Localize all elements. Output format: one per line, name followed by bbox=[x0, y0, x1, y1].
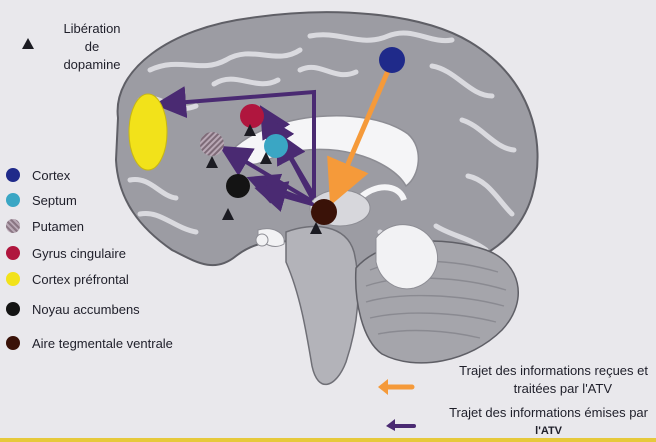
legend-label: Septum bbox=[32, 193, 77, 208]
prefrontal-cortex-region bbox=[129, 94, 167, 170]
release-line-2: de bbox=[48, 38, 136, 56]
release-line-3: dopamine bbox=[48, 56, 136, 74]
putamen-region bbox=[200, 132, 224, 156]
nucleus-accumbens-region bbox=[226, 174, 250, 198]
cingulate-color-swatch bbox=[6, 246, 20, 260]
emitted-path-line-1: Trajet des informations émises par bbox=[449, 404, 648, 422]
bottom-accent-bar bbox=[0, 438, 656, 442]
received-path-legend: Trajet des informations reçues et traité… bbox=[459, 362, 648, 398]
legend-label: Gyrus cingulaire bbox=[32, 246, 126, 261]
putamen-color-swatch bbox=[6, 219, 20, 233]
legend-label: Cortex préfrontal bbox=[32, 272, 129, 287]
legend-label: Noyau accumbens bbox=[32, 302, 140, 317]
legend-item-vta: Aire tegmentale ventrale bbox=[6, 334, 173, 352]
legend-label: Cortex bbox=[32, 168, 70, 183]
legend-label: Aire tegmentale ventrale bbox=[32, 336, 173, 351]
legend-item-cingulate-gyrus: Gyrus cingulaire bbox=[6, 244, 126, 262]
cortex-region bbox=[379, 47, 405, 73]
received-path-line-2: traitées par l'ATV bbox=[459, 380, 648, 398]
release-line-1: Libération bbox=[48, 20, 136, 38]
cortex-color-swatch bbox=[6, 168, 20, 182]
prefrontal-color-swatch bbox=[6, 272, 20, 286]
septum-color-swatch bbox=[6, 193, 20, 207]
vta-color-swatch bbox=[6, 336, 20, 350]
triangle-icon bbox=[22, 38, 34, 49]
brainstem-shape bbox=[286, 227, 358, 385]
legend-item-cortex: Cortex bbox=[6, 166, 70, 184]
emitted-path-legend: Trajet des informations émises par l'ATV bbox=[449, 404, 648, 440]
legend-label: Putamen bbox=[32, 219, 84, 234]
release-label: Libération de dopamine bbox=[48, 20, 136, 74]
legend-item-prefrontal-cortex: Cortex préfrontal bbox=[6, 270, 129, 288]
legend-item-septum: Septum bbox=[6, 191, 77, 209]
legend-item-nucleus-accumbens: Noyau accumbens bbox=[6, 300, 140, 318]
pituitary-shape bbox=[256, 234, 268, 246]
legend-item-putamen: Putamen bbox=[6, 217, 84, 235]
septum-region bbox=[264, 134, 288, 158]
purple-arrow-icon bbox=[384, 414, 418, 432]
received-path-line-1: Trajet des informations reçues et bbox=[459, 362, 648, 380]
vta-region bbox=[311, 199, 337, 225]
orange-arrow-icon bbox=[376, 376, 416, 398]
cingulate-gyrus-region bbox=[240, 104, 264, 128]
accumbens-color-swatch bbox=[6, 302, 20, 316]
